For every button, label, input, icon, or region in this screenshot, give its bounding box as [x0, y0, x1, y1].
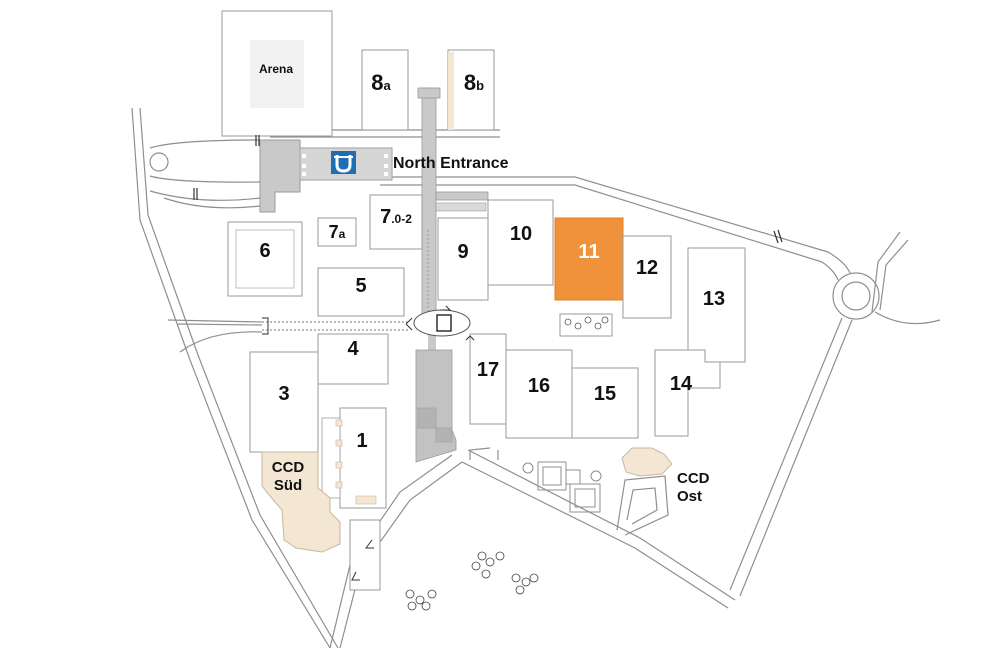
- hall-1-label: 1: [356, 430, 367, 452]
- hall-16: [505, 349, 573, 439]
- hall-8b-annex: [448, 52, 454, 130]
- hall-14: [654, 349, 721, 437]
- hall-5-label: 5: [355, 275, 366, 297]
- hall-7-label: 7.0-2: [380, 206, 412, 228]
- hall-14-label: 14: [670, 373, 693, 395]
- road-markers: [193, 135, 783, 244]
- ccd-ost-label-2: Ost: [677, 488, 702, 505]
- ccd-sued-building: [261, 451, 341, 553]
- hall-16-label: 16: [528, 375, 550, 397]
- tree-icon: [564, 316, 609, 330]
- hall-17: [469, 333, 507, 425]
- hall-11-highlighted: [554, 217, 624, 301]
- plaza-near-11: [559, 313, 613, 337]
- hall-10-label: 10: [510, 223, 532, 245]
- hall-15-label: 15: [594, 383, 616, 405]
- hall-15: [571, 367, 639, 439]
- hall-8a: [361, 49, 409, 131]
- hall-8b: [447, 49, 495, 131]
- hall-1: [339, 407, 387, 509]
- hall-4: [317, 333, 389, 385]
- ccd-ost-building: [621, 447, 673, 477]
- hall-9: [437, 217, 489, 301]
- central-roundabout: [405, 305, 475, 341]
- lower-left-lot: [349, 519, 381, 591]
- hall-13-label: 13: [703, 288, 725, 310]
- parking-icon: [436, 314, 452, 332]
- pavilion-structure: [522, 461, 602, 513]
- arena-inner: [250, 40, 304, 108]
- hall-7a-label: 7a: [329, 222, 346, 242]
- north-entrance-label: North Entrance: [393, 155, 509, 172]
- ccd-sued-label-1: CCD: [272, 459, 305, 476]
- tree-icon: [405, 551, 539, 611]
- arena-label: Arena: [259, 62, 293, 76]
- hall-7a: [317, 217, 357, 247]
- hall-6-label: 6: [259, 240, 270, 262]
- u-bahn-icon: [331, 151, 356, 174]
- hall-4-label: 4: [347, 338, 359, 360]
- ccd-ost-label-1: CCD: [677, 470, 710, 487]
- hall-12-label: 12: [636, 257, 658, 279]
- hall-11-label: 11: [578, 241, 599, 263]
- entrance-windows: [302, 154, 388, 176]
- hall-1-annexes: [335, 419, 377, 505]
- hall-8b-label: 8b: [464, 70, 484, 95]
- hall-12: [622, 235, 672, 319]
- hall-3-label: 3: [278, 383, 289, 405]
- hall-6: [227, 221, 303, 297]
- hall-7: [369, 194, 423, 250]
- hall-1-foyer: [321, 417, 341, 499]
- hall-3: [249, 351, 319, 453]
- hall-10: [487, 199, 554, 286]
- hall-8a-label: 8a: [371, 70, 391, 95]
- hall-5: [317, 267, 405, 317]
- arrow-icon: [365, 539, 374, 549]
- hall-9-label: 9: [457, 241, 468, 263]
- hall-17-label: 17: [477, 359, 499, 381]
- ccd-sued-label-2: Süd: [274, 477, 302, 494]
- arrow-icon: [351, 571, 360, 581]
